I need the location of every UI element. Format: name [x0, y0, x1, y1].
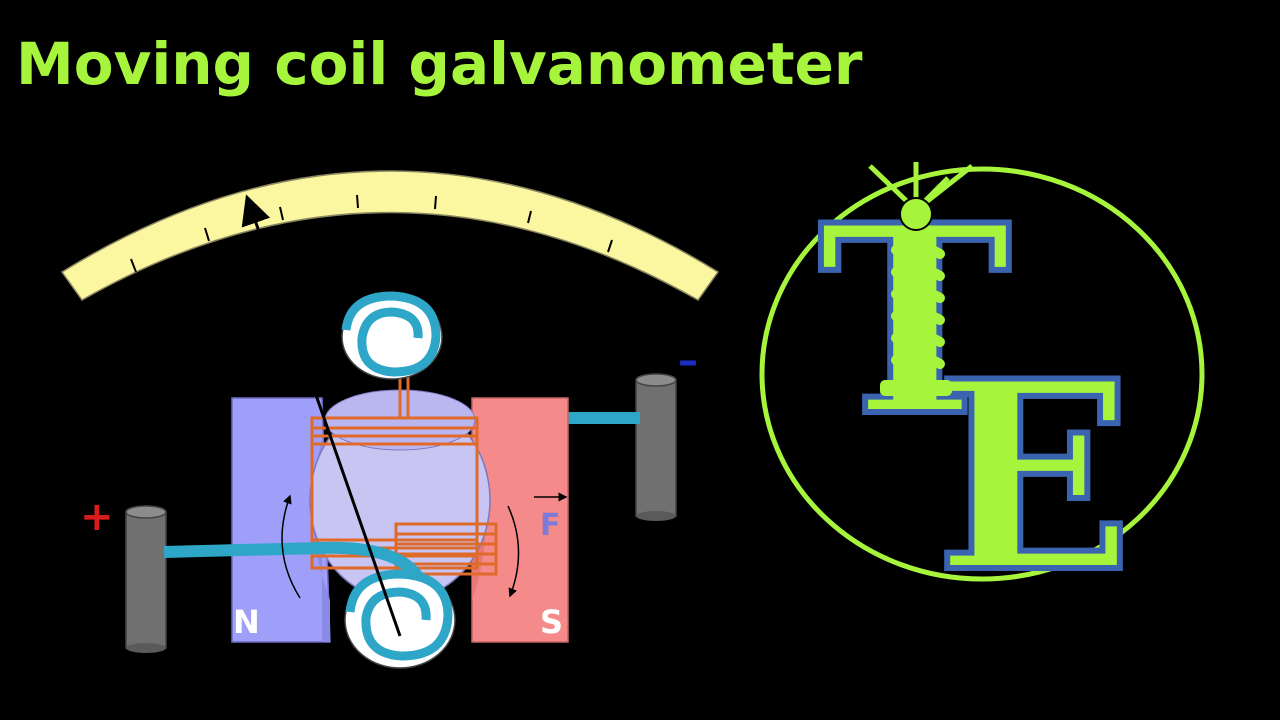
rotation-arrow-right — [507, 505, 520, 598]
lower-spring — [344, 569, 456, 669]
coil-windings — [310, 350, 498, 576]
scale-arc — [60, 170, 720, 301]
pointer-needle — [241, 194, 402, 637]
logo-circle — [759, 166, 1205, 582]
channel-logo: T E — [759, 162, 1205, 633]
south-pole-label: S — [540, 603, 563, 641]
logo-spring-icon — [868, 162, 974, 396]
positive-sign: + — [80, 494, 114, 540]
logo-letter-e: E — [935, 325, 1133, 630]
force-label: F — [540, 508, 561, 543]
north-pole-label: N — [233, 603, 260, 641]
negative-terminal — [635, 373, 677, 521]
scale-ticks — [130, 194, 613, 273]
rotation-arrow-left — [281, 494, 301, 599]
negative-sign: – — [678, 338, 698, 384]
positive-terminal — [125, 505, 167, 653]
upper-spring — [341, 291, 443, 380]
page-title: Moving coil galvanometer — [16, 30, 863, 98]
